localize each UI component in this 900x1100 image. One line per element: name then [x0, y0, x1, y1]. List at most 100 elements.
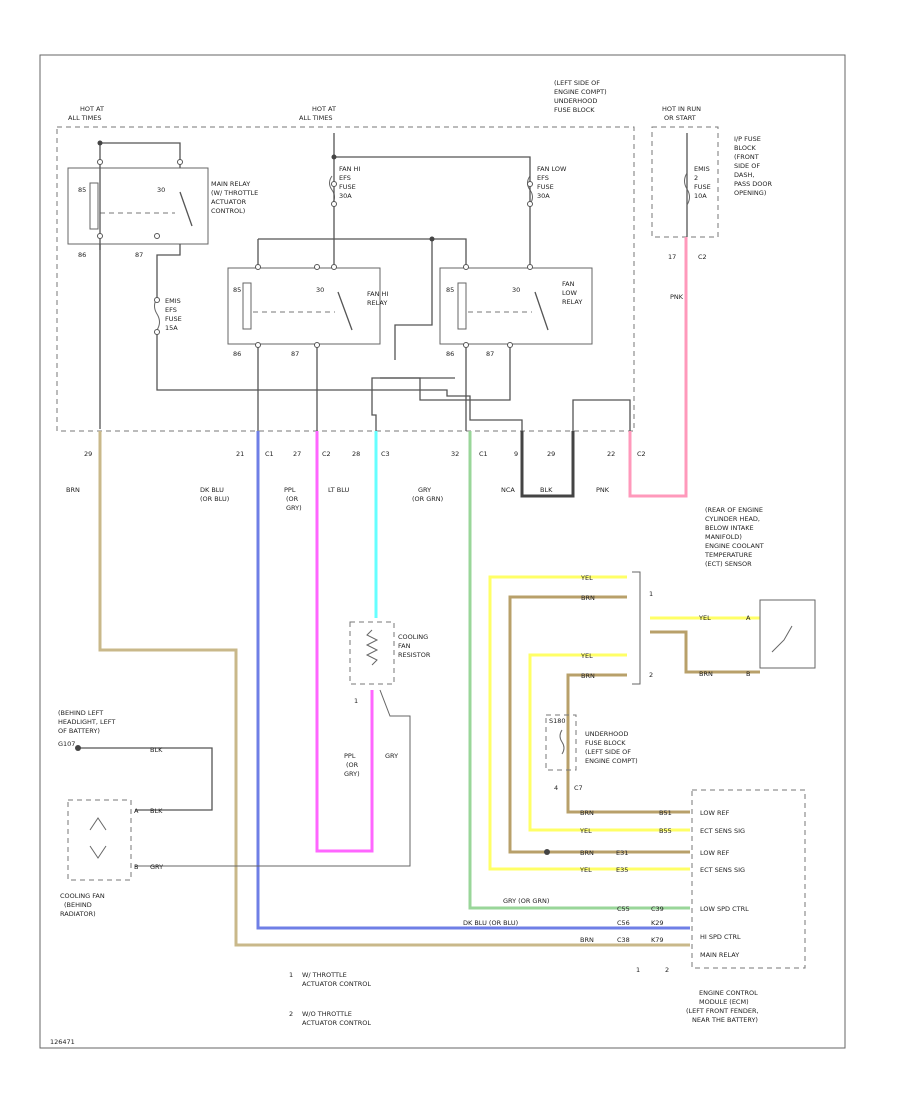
lower-ppl-1: PPL: [344, 752, 356, 760]
wire-grn: [468, 431, 690, 910]
ecm-row-3-pin: E31: [616, 849, 628, 857]
underhood-fuse-block: (LEFT SIDE OF ENGINE COMPT) UNDERHOOD FU…: [56, 79, 635, 432]
splice-conn-id: C7: [574, 784, 583, 792]
fan-hi-relay-pin-86: 86: [233, 350, 241, 358]
fuse-block-location-2: ENGINE COMPT): [554, 88, 607, 96]
wire-labels: BRN DK BLU (OR BLU) PPL (OR GRY) LT BLU …: [66, 486, 610, 512]
ect-sensor: (REAR OF ENGINE CYLINDER HEAD, BELOW INT…: [580, 506, 816, 685]
ecm-row-2-func: ECT SENS SIG: [700, 827, 745, 835]
cooling-fan: A BLK B GRY COOLING FAN (BEHIND RADIATOR…: [60, 799, 163, 918]
ecm-row-5-pin: C55: [617, 905, 630, 913]
fan-hi-fuse-label-3: FUSE: [339, 183, 356, 191]
top-wire-yel-1: YEL: [580, 574, 593, 582]
ecm-row-4-wire: YEL: [579, 866, 592, 874]
ip-conn-id: C2: [698, 253, 707, 261]
label-pnk: PNK: [596, 486, 610, 494]
hot-at-all-times-1b: ALL TIMES: [68, 114, 101, 122]
conn-28: 28: [352, 450, 360, 458]
fuse-block-location-1: (LEFT SIDE OF: [554, 79, 600, 87]
fan-low-relay-switch: [534, 291, 549, 331]
ect-wire-b: BRN: [699, 670, 713, 678]
splice-dot: [544, 849, 550, 855]
ecm-row-7-wire: BRN: [580, 936, 594, 944]
conn-27-c2: C2: [322, 450, 331, 458]
top-wire-brn-1: BRN: [581, 594, 595, 602]
legend-1-text-2: ACTUATOR CONTROL: [302, 980, 371, 988]
conn-29b: 29: [547, 450, 555, 458]
ip-wire-pnk: PNK: [670, 293, 684, 301]
ecm-row-6-pin: C56: [617, 919, 630, 927]
ecm-note-1: 1: [636, 966, 640, 974]
splice-label-2: FUSE BLOCK: [585, 739, 626, 747]
ect-label-7: (ECT) SENSOR: [705, 560, 752, 568]
fan-symbol-down: [89, 845, 107, 859]
ip-loc-2: BLOCK: [734, 144, 757, 152]
fuse-block-location-3: UNDERHOOD: [554, 97, 597, 105]
label-brn: BRN: [66, 486, 80, 494]
ect-wire-a: YEL: [698, 614, 711, 622]
fan-hi-fuse-label-1: FAN HI: [339, 165, 360, 173]
main-relay-label-4: CONTROL): [211, 207, 245, 215]
main-relay-label-1: MAIN RELAY: [211, 180, 250, 188]
ecm-row-2-pin: B55: [659, 827, 672, 835]
emis-fuse-label-1: EMIS: [165, 297, 181, 305]
wire-ect-brn: [650, 630, 760, 674]
legend-2-text-1: W/O THROTTLE: [302, 1010, 352, 1018]
diagram-frame: [39, 54, 846, 1049]
ect-connector-bracket: [632, 571, 641, 685]
conn-22: 22: [607, 450, 615, 458]
ect-label-4: MANIFOLD): [705, 533, 742, 541]
fan-low-relay-label-3: RELAY: [562, 298, 582, 306]
fan-label-1: COOLING FAN: [60, 892, 105, 900]
splice-s180: S180 UNDERHOOD FUSE BLOCK (LEFT SIDE OF …: [544, 714, 638, 855]
wire-yel-2: [528, 653, 690, 832]
main-relay-pin-86: 86: [78, 251, 86, 259]
ecm-row-1-wire: BRN: [580, 809, 594, 817]
ecm-row-5-func: LOW SPD CTRL: [700, 905, 749, 913]
legend-2-text-2: ACTUATOR CONTROL: [302, 1019, 371, 1027]
ecm-row-4-func: ECT SENS SIG: [700, 866, 745, 874]
fan-low-relay-pin-87: 87: [486, 350, 494, 358]
ecm-row-3-wire: BRN: [580, 849, 594, 857]
ecm-label-3: (LEFT FRONT FENDER,: [686, 1007, 759, 1015]
fuse-block-connectors: 29 21 C1 27 C2 28 C3 32 C1 9 29 22 C2: [84, 450, 646, 458]
fan-low-relay-box: [439, 267, 593, 345]
ip-loc-7: OPENING): [734, 189, 766, 197]
ground-label-1: (BEHIND LEFT: [58, 709, 103, 717]
label-ppl-2: (OR: [286, 495, 299, 503]
ecm-row-2: YEL B55 ECT SENS SIG: [579, 827, 745, 835]
lower-ppl-3: GRY): [344, 770, 360, 778]
lower-gry: GRY: [385, 752, 398, 760]
ecm-row-5-wire: GRY (OR GRN): [503, 897, 549, 905]
fan-symbol-up: [89, 817, 107, 831]
figure-id: 126471: [50, 1038, 75, 1046]
ecm-row-1: BRN B51 LOW REF: [580, 809, 730, 817]
label-blk: BLK: [540, 486, 553, 494]
fan-hi-relay-pin-85: 85: [233, 286, 241, 294]
main-relay-coil: [89, 182, 99, 230]
conn-27: 27: [293, 450, 301, 458]
ecm-row-5: GRY (OR GRN) C55 LOW SPD CTRL: [503, 897, 749, 913]
legend-1-num: 1: [289, 971, 293, 979]
conn-21: 21: [236, 450, 244, 458]
fan-low-relay-pin-85: 85: [446, 286, 454, 294]
ip-hot-1: HOT IN RUN: [662, 105, 701, 113]
fan-wire-top: BLK: [150, 746, 163, 754]
resistor-pin: 1: [354, 697, 358, 705]
wire-ppl: [315, 431, 374, 853]
wire-fan-blk: [76, 747, 213, 811]
fan-low-relay-pin-30: 30: [512, 286, 520, 294]
ip-emis-fuse-symbol: [684, 172, 690, 206]
fan-hi-relay-box: [227, 267, 381, 345]
main-relay-pin-87: 87: [135, 251, 143, 259]
ecm-row-6-func: HI SPD CTRL: [700, 933, 741, 941]
ecm-row-3: BRN E31 LOW REF: [580, 849, 730, 857]
label-lt-blu: LT BLU: [328, 486, 350, 494]
ect-pin-b: B: [746, 670, 750, 678]
ground-label-3: OF BATTERY): [58, 727, 100, 735]
legend-2-num: 2: [289, 1010, 293, 1018]
ect-label-5: ENGINE COOLANT: [705, 542, 764, 550]
fan-hi-fuse-label-4: 30A: [339, 192, 352, 200]
main-relay-pin-85: 85: [78, 186, 86, 194]
